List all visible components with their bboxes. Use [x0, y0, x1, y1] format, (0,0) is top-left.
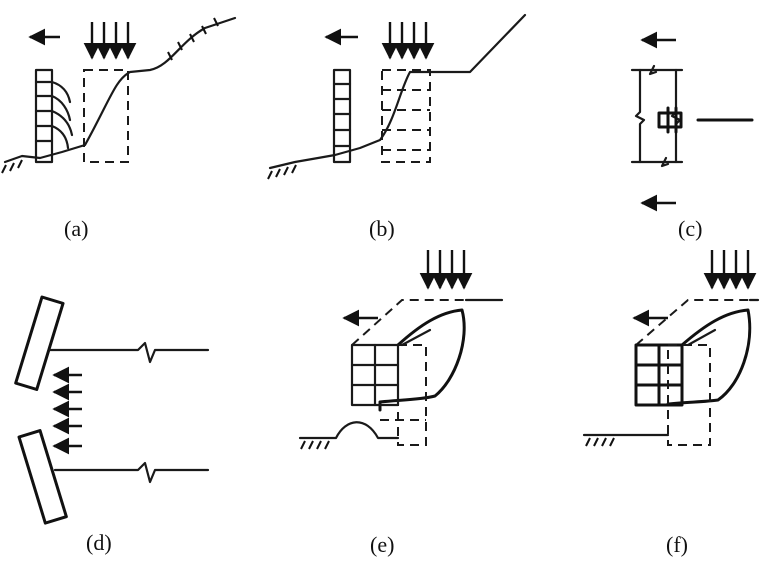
- retaining-wall-a: [34, 68, 54, 164]
- displaced-wall-e: [350, 343, 400, 407]
- failure-surface-f: [666, 308, 752, 406]
- reinforced-zone-b: [381, 69, 431, 163]
- panel-a-diagram: [1, 16, 237, 174]
- anchor-d-lower: [53, 461, 210, 484]
- panel-b-diagram: [267, 13, 527, 180]
- original-slope-e: [351, 299, 466, 346]
- ground-hatch-a: [1, 17, 219, 174]
- panel-d-diagram: [14, 295, 210, 525]
- surcharge-arrows-a: [83, 22, 137, 60]
- panel-c-diagram: [630, 31, 754, 212]
- tension-crack-e: [400, 328, 432, 347]
- original-slope-f: [635, 299, 750, 346]
- wall-segment-d-upper: [14, 295, 65, 391]
- ground-hatch-f: [585, 437, 615, 447]
- surcharge-arrows-f: [703, 250, 757, 290]
- anchor-tendons-a: [50, 80, 74, 150]
- displaced-wall-f: [634, 343, 684, 407]
- reinforced-zone-a: [83, 69, 129, 163]
- ground-hatch-e: [300, 440, 330, 450]
- anchor-head-c: [657, 106, 754, 134]
- anchor-d-upper: [48, 341, 210, 364]
- panel-e-diagram: [298, 250, 504, 450]
- surcharge-arrows-e: [419, 250, 473, 290]
- original-wall-position-e: [397, 344, 427, 446]
- ground-profile-b: [268, 13, 527, 170]
- panel-f-diagram: [582, 250, 760, 447]
- caption-f: (f): [666, 532, 688, 557]
- ground-hatch-b: [267, 164, 297, 180]
- caption-c: (c): [678, 216, 703, 241]
- seepage-arrows-d: [52, 366, 82, 455]
- caption-b: (b): [369, 216, 395, 241]
- wall-segment-d-lower: [17, 429, 68, 525]
- original-wall-position-f: [667, 344, 711, 446]
- tension-crack-f: [686, 328, 717, 347]
- reinforcement-layers-b: [382, 89, 430, 151]
- failure-surface-e: [378, 308, 466, 412]
- heave-e: [298, 421, 400, 440]
- retaining-wall-b: [332, 68, 352, 164]
- caption-e: (e): [370, 532, 395, 557]
- caption-d: (d): [86, 530, 112, 555]
- surcharge-arrows-b: [381, 22, 435, 60]
- caption-a: (a): [64, 216, 89, 241]
